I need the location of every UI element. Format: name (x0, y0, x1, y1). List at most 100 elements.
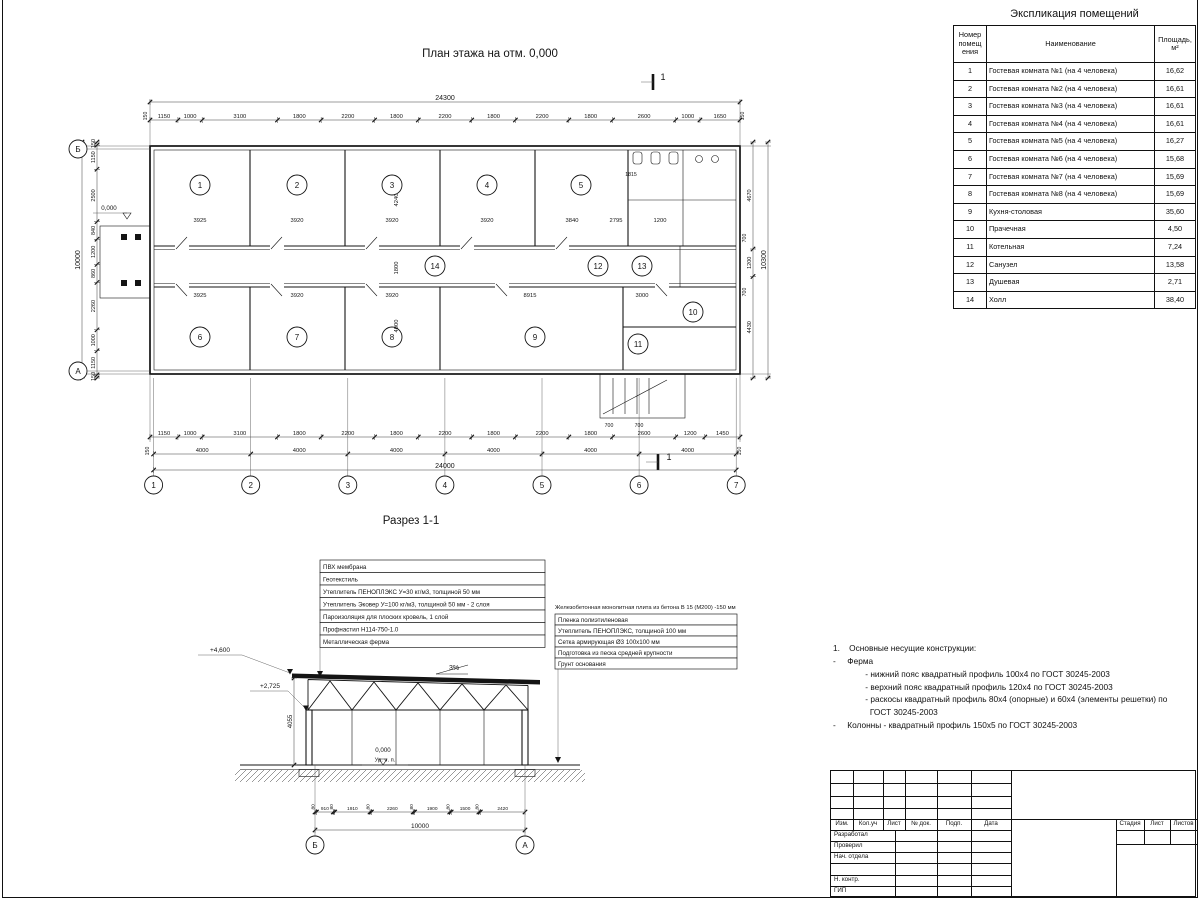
svg-text:910: 910 (321, 806, 329, 812)
svg-text:700: 700 (635, 423, 644, 429)
svg-text:1200: 1200 (91, 246, 97, 258)
svg-text:2: 2 (248, 481, 253, 490)
svg-text:1000: 1000 (184, 114, 197, 120)
svg-text:Сетка армирующая Ø3 100х100 мм: Сетка армирующая Ø3 100х100 мм (558, 639, 660, 646)
title-block-divider (937, 771, 938, 898)
room-name: Гостевая комната №6 (на 4 человека) (986, 149, 1155, 169)
room-area: 35,60 (1154, 202, 1196, 222)
title-block-divider (895, 830, 896, 898)
title-block-divider (1011, 771, 1012, 898)
title-block-divider (971, 771, 972, 898)
svg-text:1: 1 (660, 72, 665, 82)
room-area: 13,58 (1154, 255, 1196, 275)
svg-text:1500: 1500 (460, 806, 471, 812)
svg-text:10: 10 (689, 308, 698, 317)
slope-mark (435, 664, 469, 675)
svg-text:1000: 1000 (91, 334, 97, 346)
sanitary-fixtures (632, 151, 719, 165)
door-openings (175, 236, 669, 297)
schedule-col-area: Площадь, м² (1154, 25, 1196, 63)
title-block-label: Лист (887, 820, 901, 827)
svg-text:4: 4 (485, 181, 490, 190)
title-block-divider (831, 783, 1011, 784)
title-block-divider (831, 830, 1011, 831)
section-cut-marks (641, 74, 660, 470)
svg-text:840: 840 (91, 226, 97, 235)
room-name: Гостевая комната №8 (на 4 человека) (986, 185, 1155, 204)
note-line: - раскосы квадратный профиль 80х4 (опорн… (833, 694, 1168, 705)
room-schedule: Экспликация помещений Номер помещ ения Н… (953, 8, 1196, 310)
room-number: 4 (953, 114, 987, 134)
svg-text:14: 14 (431, 262, 440, 271)
room-name: Гостевая комната №3 (на 4 человека) (986, 97, 1155, 116)
room-area: 16,61 (1154, 97, 1196, 116)
svg-text:2260: 2260 (91, 300, 97, 312)
room-area: 2,71 (1154, 273, 1196, 292)
svg-text:80: 80 (329, 804, 335, 810)
svg-text:2795: 2795 (610, 218, 623, 224)
room-name: Гостевая комната №7 (на 4 человека) (986, 167, 1155, 187)
svg-text:150: 150 (145, 447, 151, 456)
exterior-stairs (599, 373, 686, 419)
title-block-label: Листов (1173, 820, 1194, 827)
svg-text:3000: 3000 (636, 293, 649, 299)
svg-text:1200: 1200 (654, 218, 667, 224)
note-line: - Ферма (833, 655, 874, 666)
svg-text:1150: 1150 (91, 151, 97, 163)
room-number: 8 (953, 185, 987, 204)
section-title: Разрез 1-1 (383, 515, 439, 527)
title-block-label: Подп. (945, 820, 963, 827)
room-area: 15,68 (1154, 149, 1196, 169)
svg-text:4055: 4055 (288, 714, 294, 728)
svg-text:4240: 4240 (394, 194, 400, 207)
room-number: 14 (953, 290, 987, 310)
svg-text:700: 700 (742, 288, 748, 297)
room-number: 1 (953, 62, 987, 81)
room-number: 6 (953, 149, 987, 169)
svg-text:8: 8 (390, 333, 395, 342)
title-block-label: Лист (1150, 820, 1164, 827)
svg-text:1800: 1800 (584, 431, 597, 437)
room-area: 4,50 (1154, 220, 1196, 239)
svg-text:10300: 10300 (761, 250, 768, 270)
svg-text:5: 5 (579, 181, 584, 190)
svg-text:2200: 2200 (536, 114, 549, 120)
title-block-divider (1116, 819, 1117, 898)
svg-text:150: 150 (91, 139, 97, 148)
svg-text:7: 7 (295, 333, 300, 342)
title-block-divider (883, 771, 884, 830)
entrance-porch (99, 225, 151, 299)
svg-text:Ур. ч. п.: Ур. ч. п. (375, 758, 396, 764)
elevation-flags (198, 654, 408, 766)
svg-text:150: 150 (91, 372, 97, 381)
svg-text:9: 9 (533, 333, 538, 342)
svg-text:Б: Б (75, 145, 80, 154)
svg-text:13: 13 (638, 262, 647, 271)
svg-text:Б: Б (312, 841, 317, 850)
svg-text:1150: 1150 (158, 114, 170, 120)
room-name: Кухня-столовая (986, 202, 1155, 222)
note-line: 1. Основные несущие конструкции: (833, 643, 977, 653)
room-number: 9 (953, 202, 987, 222)
svg-text:4000: 4000 (196, 448, 209, 454)
svg-text:5: 5 (540, 481, 545, 490)
title-block-label: Дата (984, 820, 998, 827)
svg-text:2200: 2200 (341, 114, 354, 120)
title-block-label: ГИП (834, 887, 847, 894)
room-area: 15,69 (1154, 185, 1196, 204)
svg-text:1150: 1150 (158, 431, 170, 437)
section-drawing: Разрез 1-1 (198, 515, 738, 855)
room-number: 5 (953, 132, 987, 151)
